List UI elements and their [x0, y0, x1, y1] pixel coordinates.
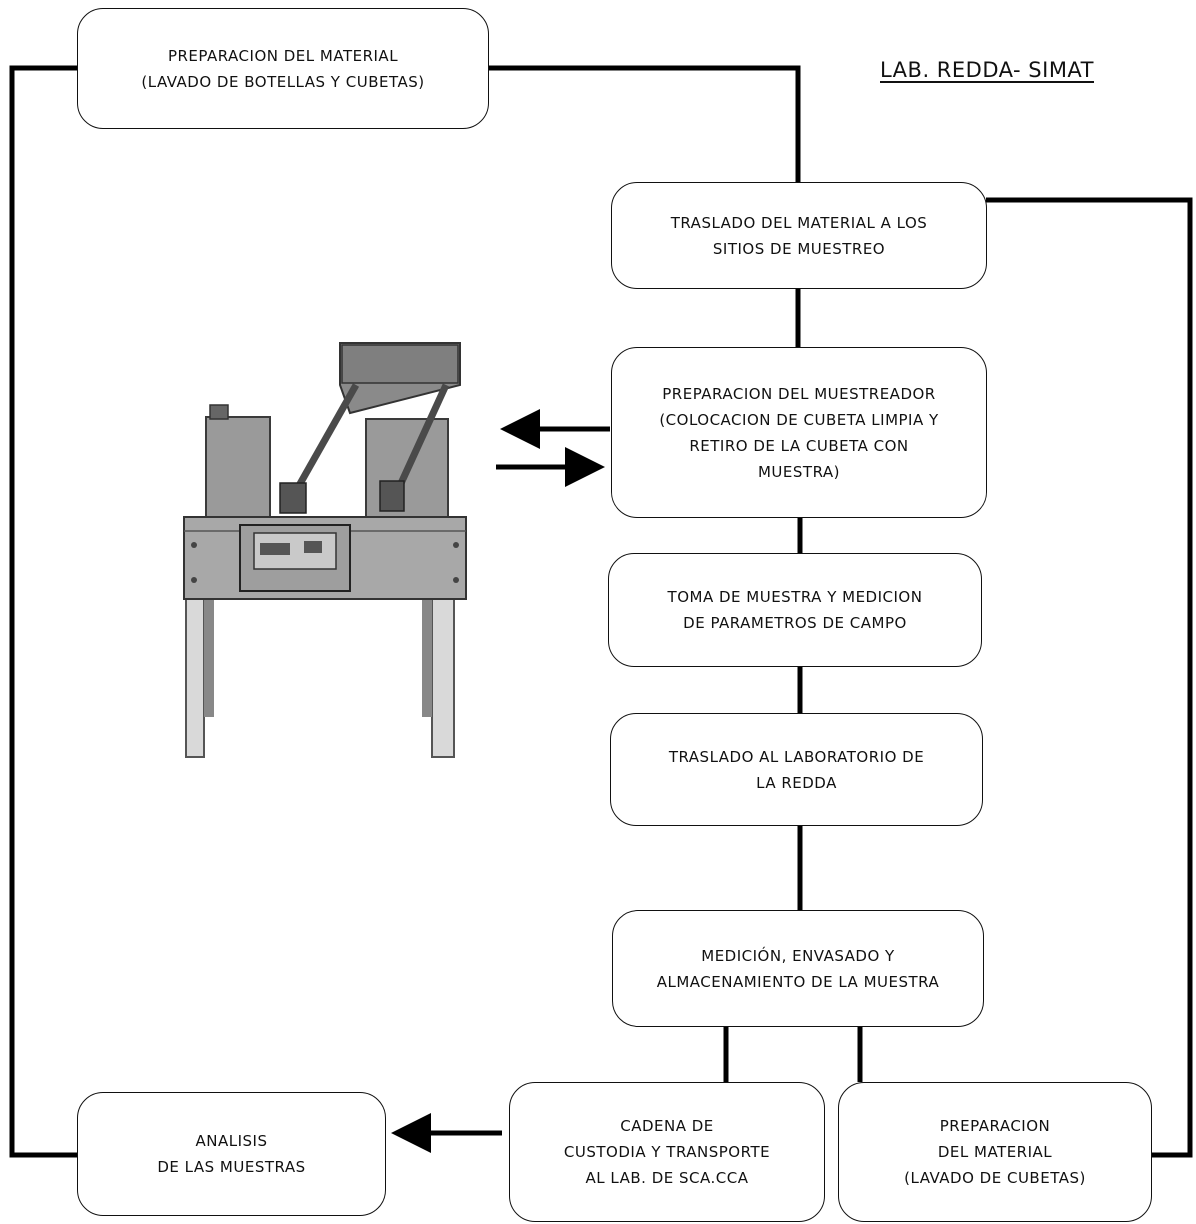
box-cadena: CADENA DE CUSTODIA Y TRANSPORTE AL LAB. …	[509, 1082, 825, 1222]
loop-right-line	[986, 197, 1193, 1158]
box-traslado-sitios-label: TRASLADO DEL MATERIAL A LOS SITIOS DE MU…	[670, 213, 928, 258]
box-toma-muestra: TOMA DE MUESTRA Y MEDICION DE PARAMETROS…	[608, 553, 982, 667]
box-prep-muestreador: PREPARACION DEL MUESTREADOR (COLOCACION …	[611, 347, 987, 518]
box-medicion-label: MEDICIÓN, ENVASADO Y ALMACENAMIENTO DE L…	[656, 946, 940, 991]
box-prep-material-top: PREPARACION DEL MATERIAL (LAVADO DE BOTE…	[77, 8, 489, 129]
box-traslado-sitios: TRASLADO DEL MATERIAL A LOS SITIOS DE MU…	[611, 182, 987, 289]
box-prep-material-top-label: PREPARACION DEL MATERIAL (LAVADO DE BOTE…	[141, 46, 425, 91]
sampler-machine-image	[183, 342, 467, 758]
box-cadena-label: CADENA DE CUSTODIA Y TRANSPORTE AL LAB. …	[563, 1117, 771, 1187]
box-traslado-lab-label: TRASLADO AL LABORATORIO DE LA REDDA	[668, 747, 925, 792]
box-analisis-label: ANALISIS DE LAS MUESTRAS	[157, 1132, 306, 1176]
box-prep-material-bottom-label: PREPARACION DEL MATERIAL (LAVADO DE CUBE…	[904, 1117, 1086, 1187]
lab-title: LAB. REDDA- SIMAT	[880, 58, 1094, 82]
box-traslado-lab: TRASLADO AL LABORATORIO DE LA REDDA	[610, 713, 983, 826]
box-prep-material-bottom: PREPARACION DEL MATERIAL (LAVADO DE CUBE…	[838, 1082, 1152, 1222]
box-toma-muestra-label: TOMA DE MUESTRA Y MEDICION DE PARAMETROS…	[667, 588, 923, 632]
top-to-traslado-line	[488, 65, 801, 182]
box-medicion: MEDICIÓN, ENVASADO Y ALMACENAMIENTO DE L…	[612, 910, 984, 1027]
box-prep-muestreador-label: PREPARACION DEL MUESTREADOR (COLOCACION …	[659, 384, 939, 481]
loop-left-line	[9, 65, 78, 1158]
box-analisis: ANALISIS DE LAS MUESTRAS	[77, 1092, 386, 1216]
